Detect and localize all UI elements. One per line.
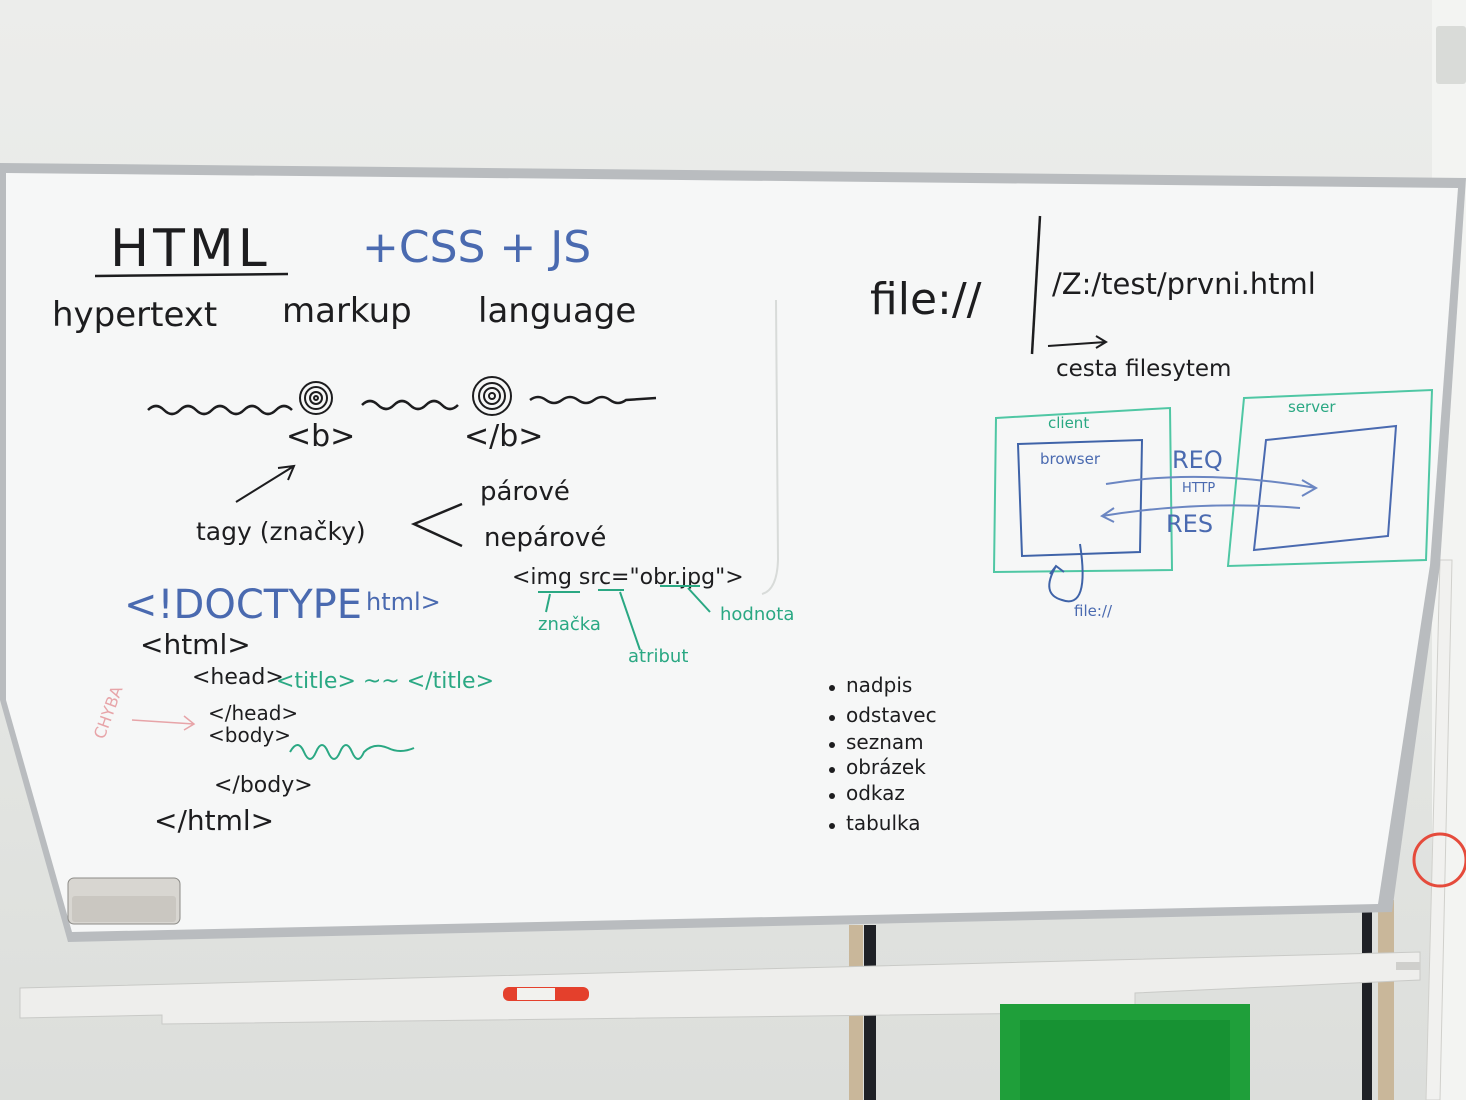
- server-box: [1226, 388, 1434, 568]
- text-squiggle: [147, 395, 657, 416]
- heading-title: HTML: [110, 219, 271, 279]
- list-item: odstavec: [846, 703, 937, 727]
- open-tag: <b>: [286, 419, 355, 454]
- path-caption: cesta filesytem: [1056, 356, 1231, 382]
- bullet: [829, 767, 835, 773]
- faint-divider: [761, 299, 780, 595]
- server-inner-box: [1252, 424, 1398, 552]
- path-value: /Z:/test/prvni.html: [1052, 267, 1316, 301]
- img-underline-tag: [538, 591, 580, 613]
- marker-label: [517, 988, 555, 1000]
- list-item: nadpis: [846, 673, 912, 697]
- eraser-felt: [72, 896, 176, 922]
- browser-box: [1016, 438, 1144, 558]
- client-box: [992, 406, 1174, 574]
- response-label: RES: [1166, 510, 1213, 538]
- head-close: </head>: [208, 701, 298, 725]
- path-divider: [1030, 215, 1042, 355]
- label-attribute: atribut: [628, 646, 688, 667]
- list-item: tabulka: [846, 811, 921, 835]
- whiteboard-surface: [6, 173, 1458, 932]
- path-arrow: [1047, 335, 1108, 349]
- tag-spiral-close: [472, 376, 512, 416]
- stand-wood-right: [1378, 900, 1394, 1100]
- tag-type-paired: párové: [480, 477, 570, 507]
- label-value: hodnota: [720, 604, 794, 625]
- browser-label: browser: [1040, 450, 1101, 468]
- doctype: <!DOCTYPE: [124, 582, 362, 628]
- bullet: [829, 715, 835, 721]
- tags-brace: [410, 502, 463, 548]
- stand-pole-right: [1362, 905, 1372, 1100]
- html-open: <html>: [140, 628, 251, 661]
- img-example-code: <img src="obr.jpg">: [512, 565, 744, 590]
- protocol-label: HTTP: [1182, 481, 1215, 496]
- error-arrow: [131, 715, 196, 731]
- list-item: seznam: [846, 730, 924, 754]
- tags-label: tagy (značky): [196, 517, 366, 546]
- request-arrow: [1105, 475, 1319, 497]
- bullet: [829, 742, 835, 748]
- img-underline-attr: [598, 589, 641, 651]
- body-open: <body>: [208, 723, 291, 747]
- bullet: [829, 793, 835, 799]
- server-label: server: [1288, 398, 1336, 416]
- wall-switch: [1436, 26, 1466, 84]
- heading-word-language: language: [478, 291, 636, 331]
- response-arrow: [1100, 504, 1301, 523]
- local-label: file://: [1074, 602, 1113, 620]
- wall-fixture: [1412, 832, 1466, 888]
- stand-frame-right: [1425, 559, 1453, 1100]
- element-list: nadpis odstavec seznam obrázek odkaz tab…: [829, 673, 937, 835]
- heading-underline: [94, 272, 289, 278]
- request-label: REQ: [1172, 446, 1223, 474]
- tag-arrow: [235, 464, 296, 503]
- bullet: [829, 823, 835, 829]
- bullet: [829, 685, 835, 691]
- img-underline-value: [660, 585, 711, 613]
- list-item: odkaz: [846, 781, 905, 805]
- tray-label: [1396, 962, 1420, 970]
- html-close: </html>: [154, 804, 274, 837]
- label-tag: značka: [538, 614, 601, 635]
- doctype-arg: html>: [366, 588, 441, 616]
- tag-type-unpaired: nepárové: [484, 523, 606, 553]
- body-close: </body>: [214, 773, 313, 798]
- head-open: <head>: [192, 665, 284, 690]
- heading-addons: +CSS + JS: [362, 222, 591, 273]
- title-line: <title> ~~ </title>: [276, 669, 494, 694]
- heading-word-hypertext: hypertext: [52, 295, 217, 335]
- list-item: obrázek: [846, 755, 926, 779]
- path-scheme: file://: [870, 274, 982, 325]
- local-loop-arrow: [1048, 543, 1084, 603]
- body-content-squiggle: [289, 744, 415, 760]
- close-tag: </b>: [464, 419, 543, 454]
- green-sign-inner: [1020, 1020, 1230, 1100]
- tag-spiral-open: [299, 381, 333, 415]
- client-label: client: [1048, 414, 1089, 432]
- heading-word-markup: markup: [282, 291, 412, 331]
